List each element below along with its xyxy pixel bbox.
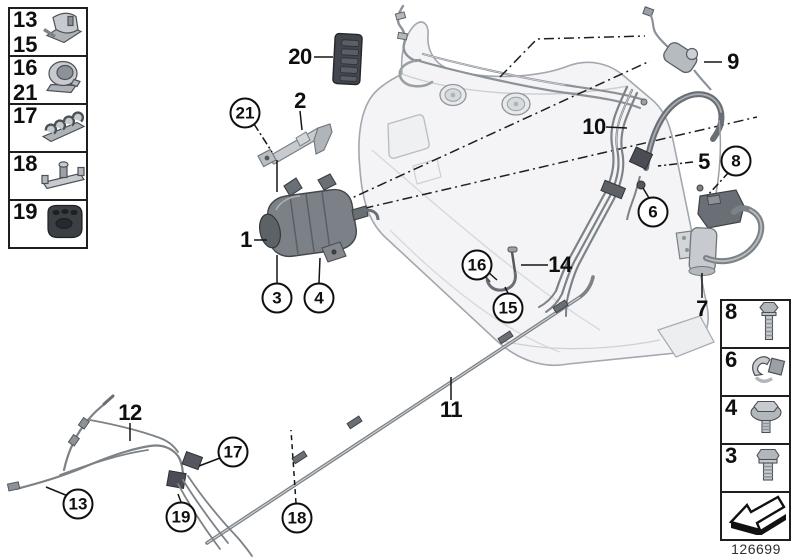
fuel-line-part — [205, 275, 595, 545]
long-bolt-icon — [749, 300, 789, 349]
diagram-number: 126699 — [731, 541, 781, 557]
canister-assembly-part — [675, 184, 765, 276]
panel-number: 18 — [13, 151, 38, 176]
callout-17[interactable]: 17 — [217, 436, 249, 468]
reference-leader-lines — [340, 35, 758, 214]
panel-number: 15 — [13, 32, 38, 57]
panel-box-3[interactable]: 3 — [720, 443, 791, 493]
callout-15[interactable]: 15 — [492, 292, 524, 324]
panel-box-6[interactable]: 6 — [720, 347, 791, 397]
vent-hose-part — [626, 91, 725, 221]
callout-18[interactable]: 18 — [281, 502, 313, 534]
callout-3[interactable]: 3 — [261, 282, 293, 314]
panel-number: 8 — [725, 299, 738, 324]
vent-valve-part — [642, 6, 712, 91]
callout-6[interactable]: 6 — [637, 196, 669, 228]
panel-box-13-15[interactable]: 13 15 — [8, 7, 88, 57]
spring-clip-icon — [745, 348, 789, 397]
tank-dome — [439, 83, 467, 107]
retainer-pin-part — [484, 246, 518, 292]
callout-21[interactable]: 21 — [229, 97, 261, 129]
fuel-tank-part — [358, 21, 715, 366]
tank-top-lines-part — [394, 4, 648, 110]
flanged-bolt-icon — [743, 396, 789, 445]
filter-bracket-part — [257, 123, 333, 168]
callout-5[interactable]: 5 — [698, 149, 710, 174]
rubber-grommet-icon — [40, 200, 86, 249]
previous-diagram-arrow-icon — [725, 493, 787, 540]
callout-8[interactable]: 8 — [720, 145, 752, 177]
panel-number: 3 — [725, 443, 738, 468]
panel-box-19[interactable]: 19 — [8, 199, 88, 249]
short-bolt-icon — [747, 444, 789, 493]
callout-leader-lines — [45, 56, 730, 504]
panel-number: 16 — [13, 55, 38, 80]
callout-16[interactable]: 16 — [461, 249, 493, 281]
left-parts-panel: 13 15 16 21 — [8, 7, 88, 249]
callout-11[interactable]: 11 — [439, 397, 463, 422]
right-parts-panel: 8 6 4 — [720, 299, 791, 541]
panel-box-17[interactable]: 17 — [8, 103, 88, 153]
panel-number: 13 — [13, 7, 38, 32]
panel-number: 4 — [725, 395, 738, 420]
panel-box-16-21[interactable]: 16 21 — [8, 55, 88, 105]
panel-box-4[interactable]: 4 — [720, 395, 791, 445]
fuel-filter-part — [258, 173, 380, 263]
callout-7[interactable]: 7 — [696, 296, 708, 321]
front-fuel-lines-part — [6, 394, 253, 557]
callout-12[interactable]: 12 — [118, 400, 142, 425]
panel-number: 19 — [13, 199, 38, 224]
tank-dome — [501, 92, 531, 116]
callout-4[interactable]: 4 — [303, 282, 335, 314]
panel-number: 6 — [725, 347, 738, 372]
callout-14[interactable]: 14 — [548, 252, 572, 277]
callout-13[interactable]: 13 — [62, 488, 94, 520]
callout-9[interactable]: 9 — [727, 49, 739, 74]
callout-2[interactable]: 2 — [294, 88, 306, 113]
panel-number: 17 — [13, 103, 38, 128]
callout-1[interactable]: 1 — [240, 227, 252, 252]
callout-10[interactable]: 10 — [582, 114, 606, 139]
callout-20[interactable]: 20 — [288, 44, 312, 69]
multi-clip-rail-icon — [40, 104, 86, 153]
panel-box-18[interactable]: 18 — [8, 151, 88, 201]
mounting-bracket-icon — [40, 152, 86, 201]
callout-19[interactable]: 19 — [165, 501, 197, 533]
hose-clamp-icon — [40, 56, 86, 105]
panel-box-8[interactable]: 8 — [720, 299, 791, 349]
pipe-clip-icon — [40, 8, 86, 57]
previous-diagram-arrow-button[interactable] — [720, 491, 791, 541]
panel-number: 21 — [13, 80, 38, 105]
fuel-pipe-bundle-part — [538, 85, 639, 317]
control-module-part — [332, 32, 363, 86]
